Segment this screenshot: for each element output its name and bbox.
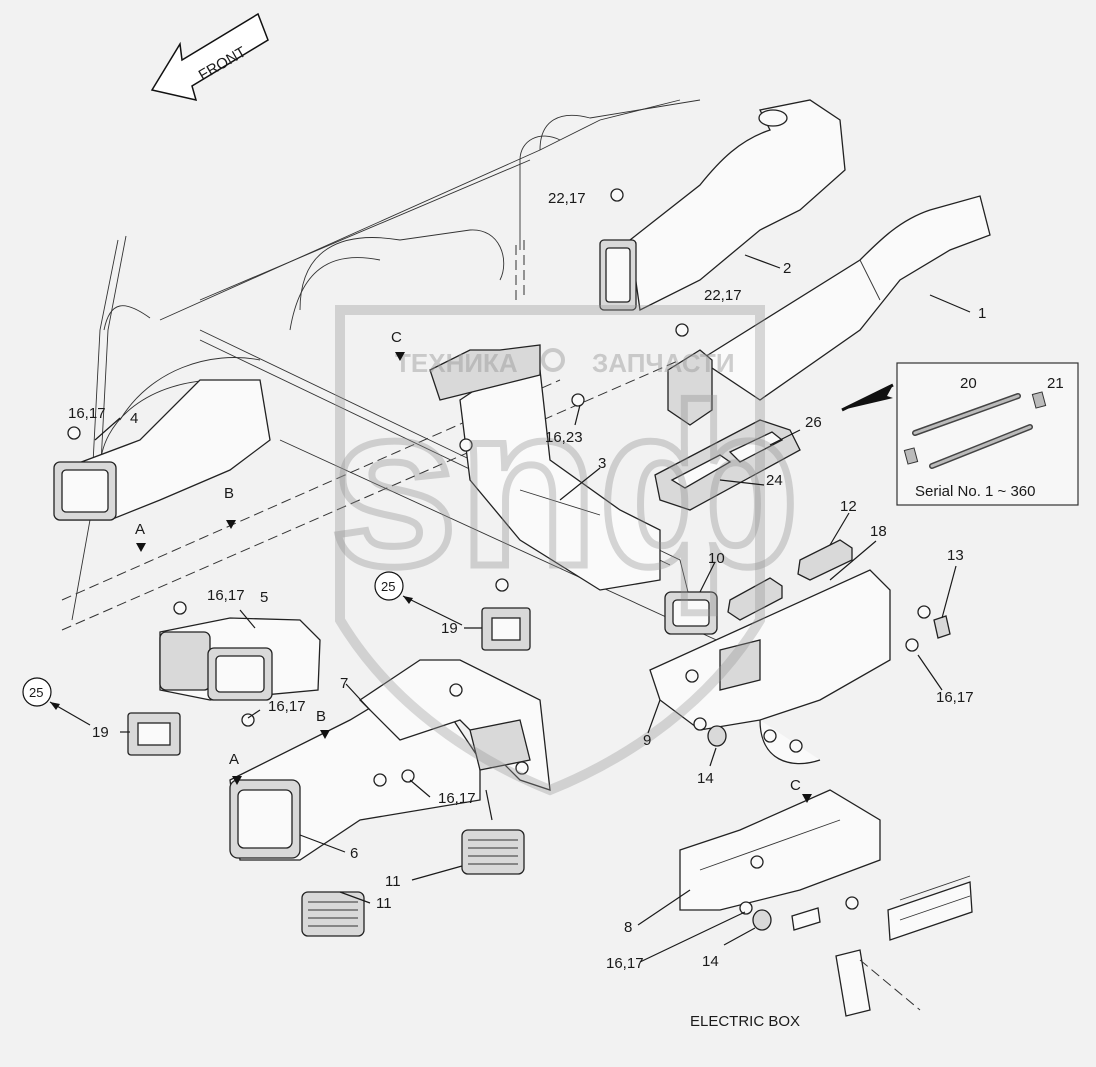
ref-arrows: [136, 352, 812, 803]
label-part-11b: 11: [376, 895, 392, 912]
cap-14b: [752, 909, 772, 931]
label-part-4: 4: [130, 410, 138, 427]
watermark-text-left: ТЕХНИКА: [395, 348, 518, 378]
label-part-22-17a: 22,17: [548, 190, 586, 207]
watermark: ТЕХНИКА ЗАПЧАСТИ snф: [327, 305, 803, 796]
label-part-2: 2: [783, 260, 791, 277]
cap-14a: [707, 725, 727, 747]
louver-24: [727, 577, 783, 621]
label-part-16-17e: 16,17: [936, 689, 974, 706]
part-labels: 1 2 3 4 5 6 7 8 9 10 11 11 12 13 14 14 1…: [29, 190, 1064, 1030]
label-ref-a1: A: [135, 521, 145, 538]
label-part-24: 24: [766, 472, 783, 489]
electric-box: [791, 875, 973, 1017]
label-part-8: 8: [624, 919, 632, 936]
label-part-6: 6: [350, 845, 358, 862]
label-part-21: 21: [1047, 375, 1064, 392]
label-part-16-17a: 16,17: [68, 405, 106, 422]
label-part-20: 20: [960, 375, 977, 392]
clip-13: [933, 615, 951, 639]
serial-inset: [841, 362, 1079, 506]
vent-1-outlet: [667, 349, 713, 426]
fasteners: [67, 188, 931, 915]
grommet-19a: [481, 607, 531, 651]
callout-25b: [22, 677, 91, 726]
label-part-5: 5: [260, 589, 268, 606]
label-part-16-17f: 16,17: [606, 955, 644, 972]
vent-frame-26: [654, 419, 801, 511]
louver-12: [797, 539, 853, 581]
label-part-25a: 25: [381, 579, 395, 594]
duct-2: [599, 99, 846, 311]
label-part-14a: 14: [697, 770, 714, 787]
front-arrow: FRONT: [150, 12, 269, 102]
label-ref-a2: A: [229, 751, 239, 768]
label-part-12: 12: [840, 498, 857, 515]
label-part-16-17b: 16,17: [207, 587, 245, 604]
duct-7: [358, 659, 551, 791]
label-part-18: 18: [870, 523, 887, 540]
label-ref-c2: C: [790, 777, 801, 794]
panel-9: [649, 569, 891, 765]
label-part-19a: 19: [441, 620, 458, 637]
serial-note: Serial No. 1 ~ 360: [915, 483, 1036, 500]
cover-8: [679, 789, 881, 911]
duct-3: [429, 344, 661, 591]
leader-lines: [94, 254, 971, 963]
duct-1: [698, 195, 991, 401]
watermark-logo: snф: [330, 357, 800, 614]
electric-box-label: ELECTRIC BOX: [690, 1013, 800, 1030]
label-part-16-17d: 16,17: [438, 790, 476, 807]
label-part-11a: 11: [385, 873, 401, 890]
label-part-16-23: 16,23: [545, 429, 583, 446]
label-part-3: 3: [598, 455, 606, 472]
label-part-19b: 19: [92, 724, 109, 741]
label-part-16-17c: 16,17: [268, 698, 306, 715]
label-part-25b: 25: [29, 685, 43, 700]
label-part-10: 10: [708, 550, 725, 567]
label-part-22-17b: 22,17: [704, 287, 742, 304]
label-part-13: 13: [947, 547, 964, 564]
duct-4: [53, 379, 271, 521]
grille-11a: [461, 829, 525, 875]
vent-10: [664, 591, 718, 635]
watermark-text-right: ЗАПЧАСТИ: [592, 348, 735, 378]
label-part-7: 7: [340, 675, 348, 692]
label-part-14b: 14: [702, 953, 719, 970]
duct-5: [159, 617, 321, 701]
label-part-26: 26: [805, 414, 822, 431]
grille-11b: [301, 891, 365, 937]
label-ref-b2: B: [316, 708, 326, 725]
label-part-1: 1: [978, 305, 986, 322]
label-ref-c1: C: [391, 329, 402, 346]
label-ref-b1: B: [224, 485, 234, 502]
label-part-9: 9: [643, 732, 651, 749]
callout-25a: [374, 571, 463, 626]
grommet-19b: [127, 712, 181, 756]
